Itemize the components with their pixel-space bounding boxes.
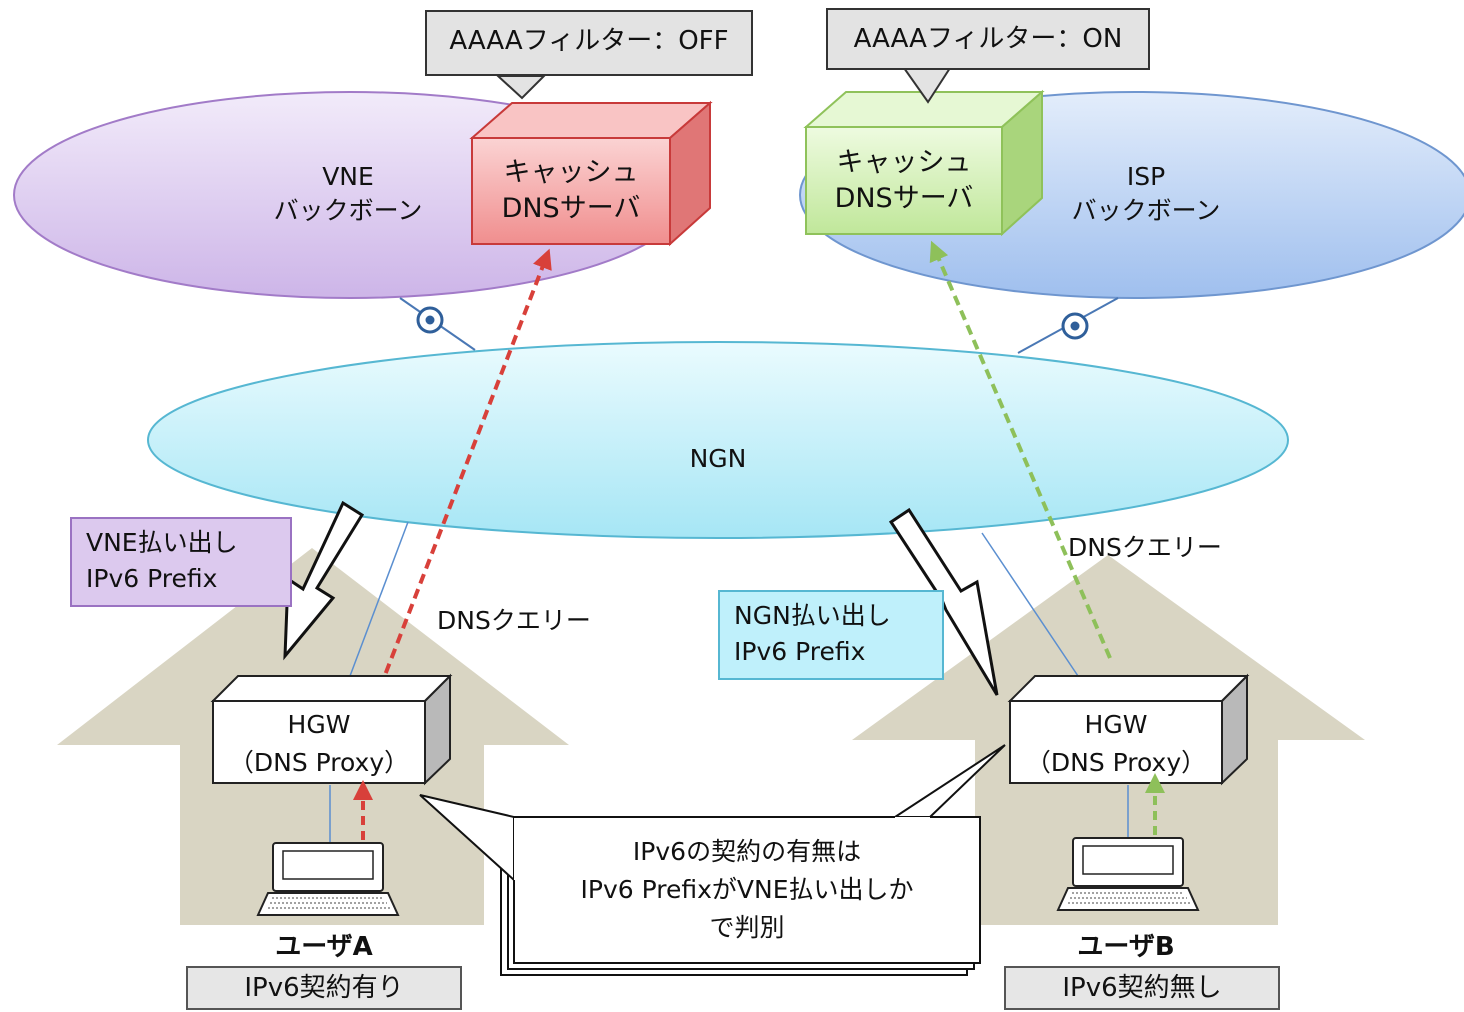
laptop-user-a-icon — [256, 842, 400, 916]
isp-peering-icon — [1061, 312, 1089, 340]
isp-aaaa-filter-callout: AAAAフィルター：ON — [826, 8, 1150, 70]
green-dns-query-arrow — [929, 240, 1112, 659]
vne-peering-icon — [416, 306, 444, 334]
vne-cache-dns-server — [469, 100, 713, 247]
laptop-user-b-icon — [1056, 837, 1200, 911]
red-dns-query-arrow — [378, 248, 552, 689]
hgw-b-label: HGW（DNS Proxy） — [1025, 710, 1207, 777]
vne-filter-pointer — [495, 75, 547, 100]
hgw-user-b — [1007, 673, 1250, 786]
vne-prefix-arrow — [283, 500, 365, 661]
user-b-contract-status: IPv6契約無し — [1004, 966, 1280, 1010]
ngn-hgw-b-link — [981, 532, 1079, 677]
user-a-contract-status: IPv6契約有り — [186, 966, 462, 1010]
user-b-name: ユーザB — [1077, 932, 1175, 962]
hgw-a-label: HGW（DNS Proxy） — [228, 710, 410, 777]
hgw-user-a — [210, 673, 453, 786]
isp-cache-dns-server — [803, 89, 1045, 237]
vne-aaaa-filter-callout: AAAAフィルター：OFF — [425, 10, 753, 76]
ngn-label: NGN — [689, 444, 747, 473]
ngn-hgw-a-link — [349, 521, 409, 677]
ngn-ellipse — [147, 341, 1289, 539]
dns-query-label-left: DNSクエリー — [437, 606, 591, 635]
dns-query-label-right: DNSクエリー — [1068, 533, 1222, 562]
user-a-name: ユーザA — [275, 932, 373, 962]
note-bubble — [419, 744, 1006, 976]
